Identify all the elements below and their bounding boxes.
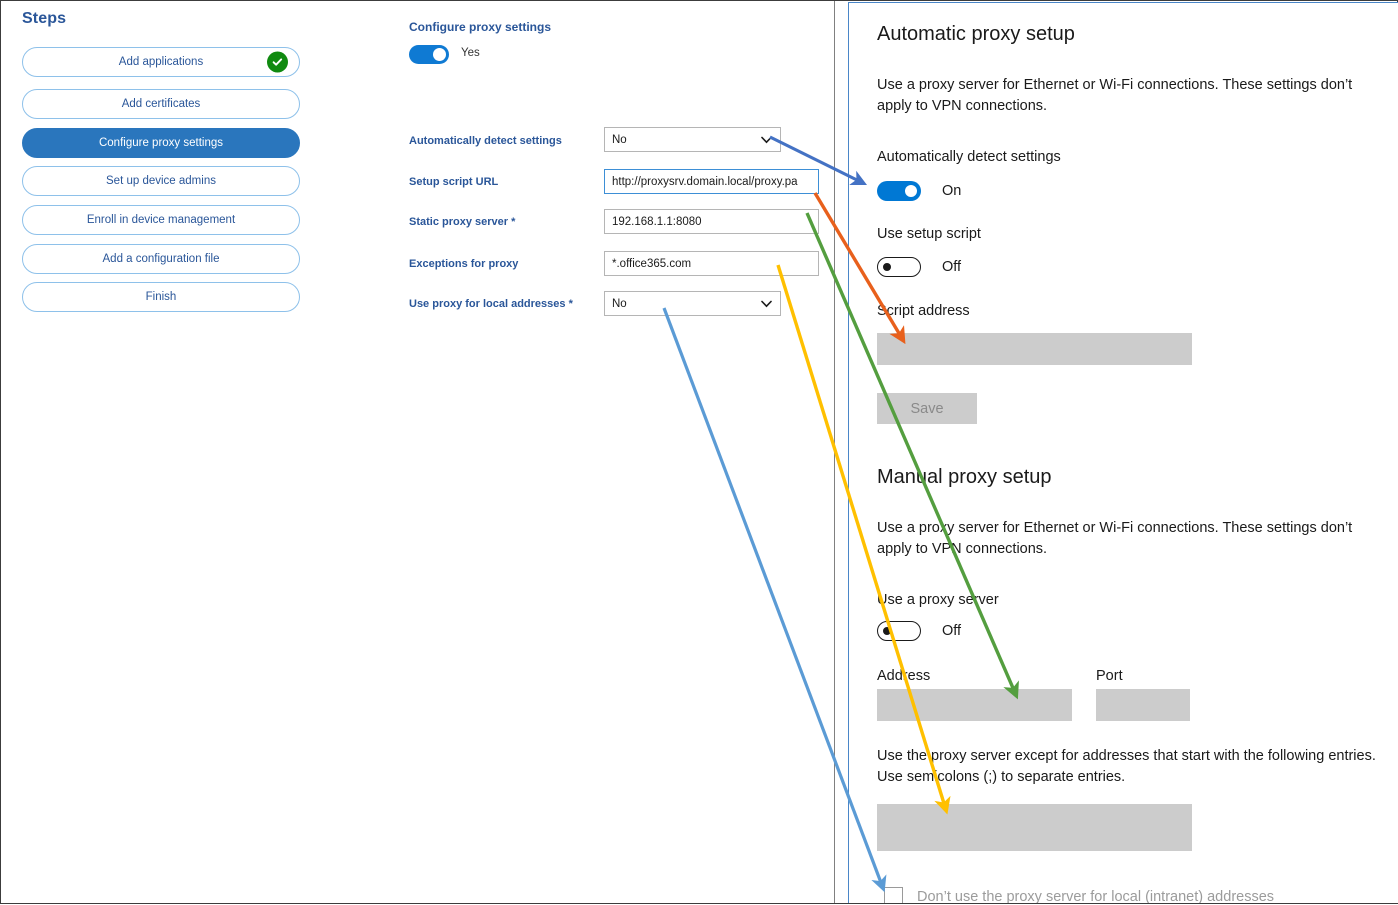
bypass-local-label: Don’t use the proxy server for local (in… bbox=[917, 889, 1275, 903]
step-item-finish[interactable]: Finish bbox=[22, 282, 300, 312]
input-exceptions-for-proxy[interactable]: *.office365.com bbox=[604, 251, 819, 276]
input-value: *.office365.com bbox=[612, 257, 692, 270]
step-item-add-certificates[interactable]: Add certificates bbox=[22, 89, 300, 119]
input-setup-script-url[interactable]: http://proxysrv.domain.local/proxy.pa bbox=[604, 169, 819, 194]
use-a-proxy-server-state: Off bbox=[942, 623, 962, 639]
step-label: Add applications bbox=[118, 56, 204, 68]
address-input[interactable] bbox=[877, 689, 1072, 721]
step-item-enroll-in-device-management[interactable]: Enroll in device management bbox=[22, 205, 300, 235]
step-label: Add a configuration file bbox=[102, 253, 220, 265]
windows-proxy-settings-panel: Automatic proxy setup Use a proxy server… bbox=[848, 2, 1398, 903]
automatically-detect-settings-state: On bbox=[942, 183, 962, 199]
label-setup-script-url: Setup script URL bbox=[409, 176, 499, 188]
step-label: Configure proxy settings bbox=[98, 137, 223, 149]
script-address-label: Script address bbox=[877, 303, 970, 319]
input-static-proxy-server[interactable]: 192.168.1.1:8080 bbox=[604, 209, 819, 234]
manual-proxy-setup-heading: Manual proxy setup bbox=[877, 466, 1052, 488]
port-input[interactable] bbox=[1096, 689, 1190, 721]
select-use-proxy-for-local-addresses[interactable]: No bbox=[604, 291, 781, 316]
input-value: http://proxysrv.domain.local/proxy.pa bbox=[612, 175, 798, 188]
chevron-down-icon bbox=[761, 300, 772, 307]
step-item-set-up-device-admins[interactable]: Set up device admins bbox=[22, 166, 300, 196]
step-item-add-a-configuration-file[interactable]: Add a configuration file bbox=[22, 244, 300, 274]
toggle-knob bbox=[883, 263, 891, 271]
select-automatically-detect-settings[interactable]: No bbox=[604, 127, 781, 152]
panel-divider bbox=[834, 1, 835, 903]
step-item-add-applications[interactable]: Add applications bbox=[22, 47, 300, 77]
steps-panel: Steps Add applications Add certificates … bbox=[1, 1, 335, 903]
required-marker: * bbox=[565, 298, 573, 310]
proxy-form-panel: Configure proxy settings Yes Automatical… bbox=[335, 1, 834, 903]
label-use-proxy-for-local-addresses: Use proxy for local addresses * bbox=[409, 298, 573, 310]
automatic-proxy-setup-heading: Automatic proxy setup bbox=[877, 23, 1075, 45]
select-value: No bbox=[612, 297, 627, 310]
automatically-detect-settings-label: Automatically detect settings bbox=[877, 149, 1061, 165]
exceptions-description: Use the proxy server except for addresse… bbox=[877, 748, 1376, 785]
step-label: Add certificates bbox=[121, 98, 201, 110]
toggle-knob bbox=[433, 48, 446, 61]
address-label: Address bbox=[877, 668, 931, 684]
script-address-input[interactable] bbox=[877, 333, 1192, 365]
check-circle-icon bbox=[267, 51, 288, 73]
chevron-down-icon bbox=[761, 136, 772, 143]
automatically-detect-settings-toggle[interactable] bbox=[877, 181, 921, 201]
step-label: Finish bbox=[145, 291, 177, 303]
required-marker: * bbox=[508, 216, 516, 228]
label-automatically-detect-settings: Automatically detect settings bbox=[409, 135, 562, 147]
step-item-configure-proxy-settings[interactable]: Configure proxy settings bbox=[22, 128, 300, 158]
input-value: 192.168.1.1:8080 bbox=[612, 215, 702, 228]
step-label: Enroll in device management bbox=[86, 214, 236, 226]
manual-proxy-description: Use a proxy server for Ethernet or Wi-Fi… bbox=[877, 520, 1353, 557]
use-a-proxy-server-label: Use a proxy server bbox=[877, 592, 999, 608]
form-heading: Configure proxy settings bbox=[409, 20, 552, 34]
configure-proxy-toggle-label: Yes bbox=[461, 47, 480, 59]
automatic-proxy-description: Use a proxy server for Ethernet or Wi-Fi… bbox=[877, 77, 1353, 114]
step-label: Set up device admins bbox=[106, 175, 216, 187]
use-setup-script-toggle[interactable] bbox=[877, 257, 921, 277]
exceptions-input[interactable] bbox=[877, 804, 1192, 851]
use-setup-script-state: Off bbox=[942, 259, 962, 275]
port-label: Port bbox=[1096, 668, 1123, 684]
steps-title: Steps bbox=[22, 10, 67, 27]
use-a-proxy-server-toggle[interactable] bbox=[877, 621, 921, 641]
select-value: No bbox=[612, 133, 627, 146]
label-exceptions-for-proxy: Exceptions for proxy bbox=[409, 258, 519, 270]
label-static-proxy-server: Static proxy server * bbox=[409, 216, 516, 228]
toggle-knob bbox=[883, 627, 891, 635]
bypass-local-checkbox[interactable] bbox=[884, 887, 903, 903]
configure-proxy-toggle[interactable] bbox=[409, 45, 449, 64]
use-setup-script-label: Use setup script bbox=[877, 226, 981, 242]
save-button[interactable]: Save bbox=[877, 393, 977, 424]
toggle-knob bbox=[905, 185, 917, 197]
